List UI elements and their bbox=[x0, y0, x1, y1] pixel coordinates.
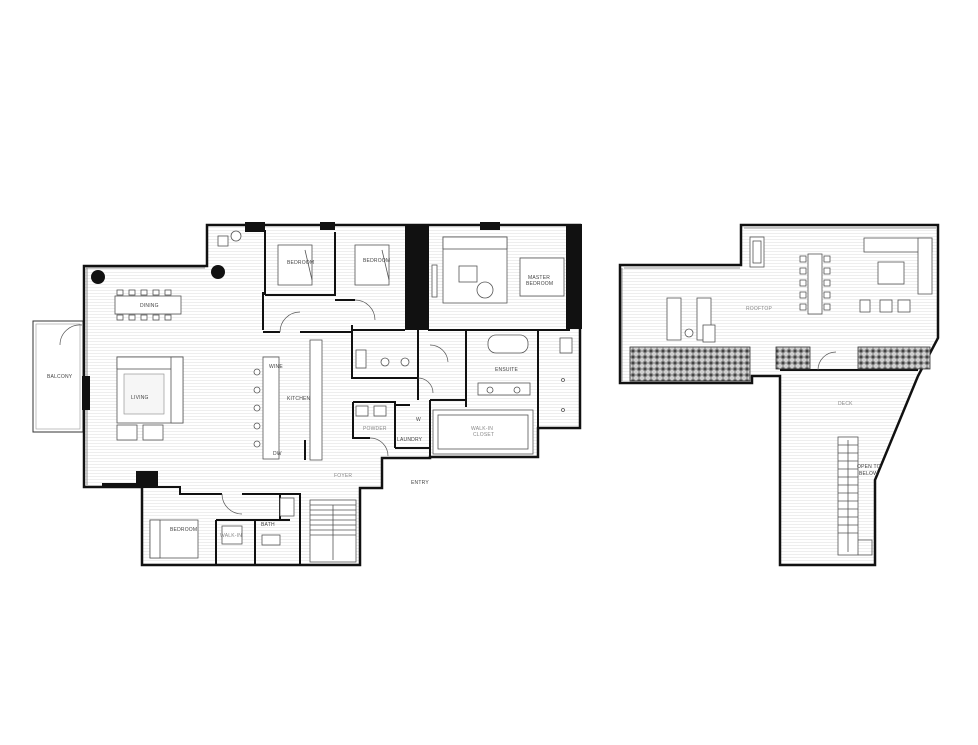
balcony-slab bbox=[32, 320, 84, 433]
ensuite-fixtures bbox=[477, 334, 573, 412]
dining-label: DINING bbox=[140, 303, 159, 309]
open-to-label: OPEN TO bbox=[857, 464, 881, 470]
bedroom-1-label: BEDROOM bbox=[287, 260, 314, 266]
living-sofa bbox=[116, 356, 184, 441]
kitchen-island bbox=[253, 339, 323, 461]
bedroom-bed bbox=[277, 244, 390, 286]
lower-level-plan bbox=[32, 222, 582, 567]
rooftop-label: ROOFTOP bbox=[746, 306, 772, 312]
bedroom-2-label: BEDROOM bbox=[363, 258, 390, 264]
walk-in-label: WALK-IN bbox=[471, 426, 493, 432]
upper-exterior-wall bbox=[618, 223, 940, 567]
upper-room-labels: ROOFTOP DECK OPEN TO BELOW bbox=[746, 306, 881, 477]
foyer-label: FOYER bbox=[334, 473, 352, 479]
walk-in-small-label: WALK-IN bbox=[220, 533, 242, 539]
laundry-label: LAUNDRY bbox=[397, 437, 423, 443]
outdoor-sectional bbox=[859, 237, 933, 313]
lower-stairs bbox=[309, 499, 357, 563]
ensuite-label: ENSUITE bbox=[495, 367, 519, 373]
below-label: BELOW bbox=[859, 471, 878, 477]
deck-label: DECK bbox=[838, 401, 853, 407]
planter bbox=[629, 346, 751, 382]
bedroom-3-label: BEDROOM bbox=[170, 527, 197, 533]
planter bbox=[857, 346, 931, 370]
master-bedroom-label: BEDROOM bbox=[526, 281, 553, 287]
outdoor-dining-table bbox=[807, 253, 823, 315]
lower-room-labels: BALCONY DINING LIVING KITCHEN WINE DW BE… bbox=[47, 258, 553, 539]
column bbox=[211, 265, 225, 279]
entry-label: ENTRY bbox=[411, 480, 429, 486]
upper-stairs bbox=[837, 436, 873, 556]
dw-label: DW bbox=[273, 451, 282, 457]
closet-label: CLOSET bbox=[473, 432, 494, 438]
wine-label: WINE bbox=[269, 364, 283, 370]
bath-label: BATH bbox=[261, 522, 275, 528]
powder-label: POWDER bbox=[363, 426, 387, 432]
planter bbox=[775, 346, 811, 370]
upper-level-plan bbox=[618, 223, 940, 567]
column bbox=[91, 270, 105, 284]
master-furniture bbox=[431, 236, 565, 304]
living-label: LIVING bbox=[131, 395, 149, 401]
w-label: W bbox=[416, 417, 421, 423]
dining-table bbox=[114, 289, 182, 321]
balcony-label: BALCONY bbox=[47, 374, 73, 380]
lower-floor-area bbox=[84, 225, 580, 565]
kitchen-label: KITCHEN bbox=[287, 396, 311, 402]
master-label: MASTER bbox=[528, 275, 550, 281]
